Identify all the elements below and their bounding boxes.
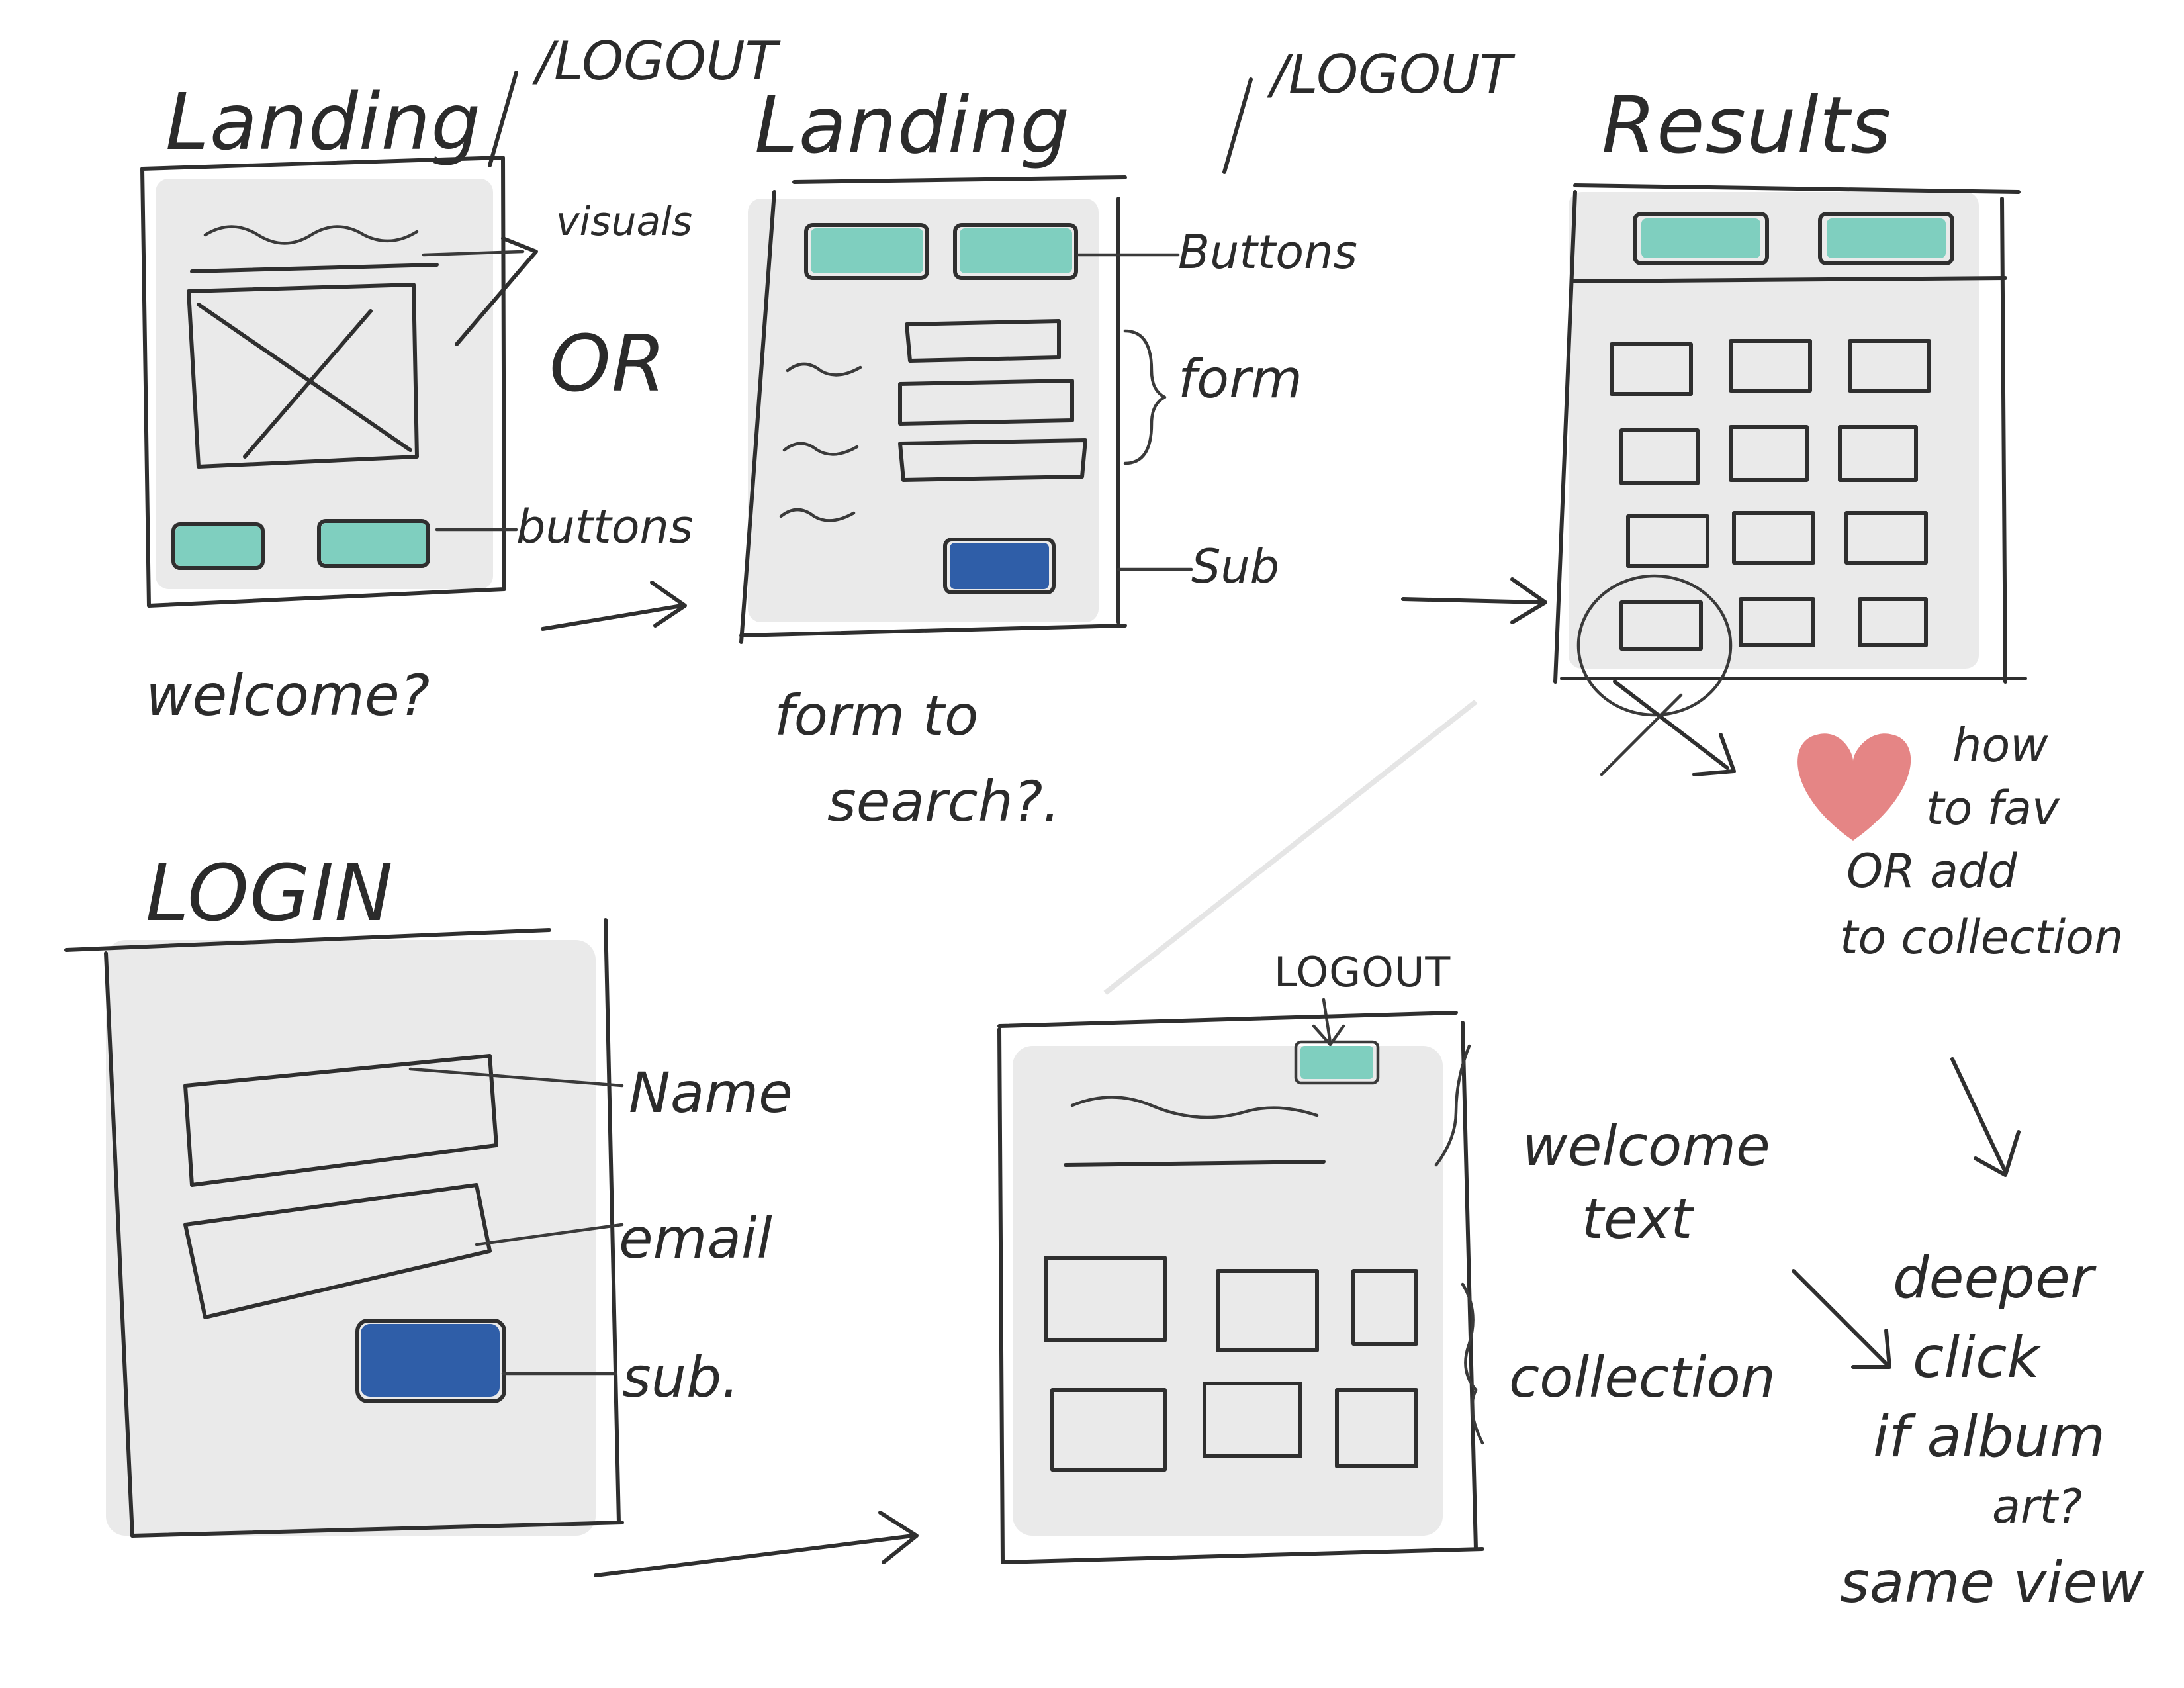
form-field-2[interactable]	[898, 379, 1074, 426]
form-submit-button[interactable]	[950, 543, 1049, 589]
arrow-icon	[1401, 577, 1547, 624]
results-grid	[1610, 339, 1931, 651]
arrow-icon	[594, 1511, 919, 1577]
label-buttons: buttons	[516, 500, 693, 554]
landing-button-1[interactable]	[175, 526, 261, 566]
result-tile[interactable]	[1838, 425, 1918, 482]
heart-icon	[1797, 733, 1911, 841]
frame-landing-visual: Landing /LOGOUT visuals OR buttons welco…	[140, 30, 782, 729]
image-placeholder-icon	[187, 283, 419, 469]
deeper-line-1: deeper	[1893, 1245, 2097, 1311]
label-collection: collection	[1509, 1345, 1776, 1410]
label-form: form	[1178, 348, 1302, 410]
caption-search: search?.	[827, 769, 1060, 834]
login-title: LOGIN	[146, 847, 394, 939]
collection-grid	[1044, 1256, 1418, 1472]
results-title: Results	[1602, 79, 1891, 171]
frame-results: Results	[1553, 79, 2144, 1616]
landing-button-2[interactable]	[321, 523, 427, 564]
label-name: Name	[629, 1060, 793, 1125]
label-sub-login: sub.	[622, 1345, 739, 1410]
result-tile[interactable]	[1858, 597, 1928, 647]
result-tile[interactable]	[1729, 425, 1809, 482]
login-email-field[interactable]	[183, 1183, 492, 1319]
note-to-fav: to fav	[1926, 781, 2060, 835]
form-top-button-1[interactable]	[811, 228, 923, 273]
collection-logout-button[interactable]	[1300, 1046, 1373, 1079]
deeper-line-5: same view	[1840, 1550, 2144, 1616]
caption-welcome: welcome?	[146, 663, 430, 729]
label-sub: Sub	[1191, 539, 1279, 594]
collection-tile[interactable]	[1335, 1388, 1418, 1468]
collection-tile[interactable]	[1044, 1256, 1167, 1342]
frame-collection: LOGOUT welcome text collection	[997, 948, 1891, 1564]
landing-title-logout: /LOGOUT	[532, 30, 782, 92]
collection-tile[interactable]	[1351, 1269, 1418, 1346]
collection-tile[interactable]	[1050, 1388, 1167, 1472]
result-tile[interactable]	[1619, 600, 1703, 651]
collection-logout-label: LOGOUT	[1274, 948, 1451, 996]
form-top-button-2[interactable]	[960, 228, 1072, 273]
result-tile[interactable]	[1610, 342, 1693, 396]
landing-form-title: Landing	[754, 79, 1070, 171]
result-tile[interactable]	[1848, 339, 1931, 393]
result-tile[interactable]	[1739, 597, 1815, 647]
label-buttons-2: Buttons	[1178, 225, 1357, 279]
label-text: text	[1582, 1186, 1694, 1251]
deeper-line-2: click	[1913, 1325, 2042, 1391]
label-welcome: welcome	[1522, 1113, 1770, 1178]
form-field-3[interactable]	[898, 438, 1087, 482]
login-name-field[interactable]	[183, 1054, 498, 1187]
frame-landing-form: Landing /LOGOUT Buttons form Sub form to…	[739, 44, 1547, 834]
login-submit-button[interactable]	[361, 1324, 500, 1397]
note-or-add: OR add	[1846, 844, 2017, 898]
note-to-collection: to collection	[1840, 910, 2123, 964]
result-tile[interactable]	[1619, 428, 1700, 485]
result-tile[interactable]	[1729, 339, 1812, 393]
result-tile[interactable]	[1626, 514, 1709, 568]
collection-tile[interactable]	[1216, 1269, 1319, 1352]
deeper-line-3: if album	[1873, 1404, 2105, 1470]
form-field-1[interactable]	[905, 319, 1061, 363]
landing-title: Landing	[165, 76, 481, 167]
results-button-2[interactable]	[1827, 218, 1946, 258]
label-visuals: visuals	[556, 199, 692, 245]
result-tile[interactable]	[1844, 511, 1928, 565]
landing-form-title-logout: /LOGOUT	[1267, 44, 1516, 105]
result-tile[interactable]	[1732, 511, 1815, 565]
deeper-line-4: art?	[1992, 1479, 2082, 1534]
collection-tile[interactable]	[1203, 1382, 1302, 1458]
label-email: email	[619, 1206, 772, 1271]
caption-form-to: form to	[774, 683, 978, 748]
label-or: OR	[549, 318, 666, 409]
arrow-icon	[541, 581, 687, 631]
note-how: how	[1952, 718, 2048, 773]
results-button-1[interactable]	[1641, 218, 1760, 258]
frame-login: LOGIN Name email sub.	[64, 847, 919, 1577]
